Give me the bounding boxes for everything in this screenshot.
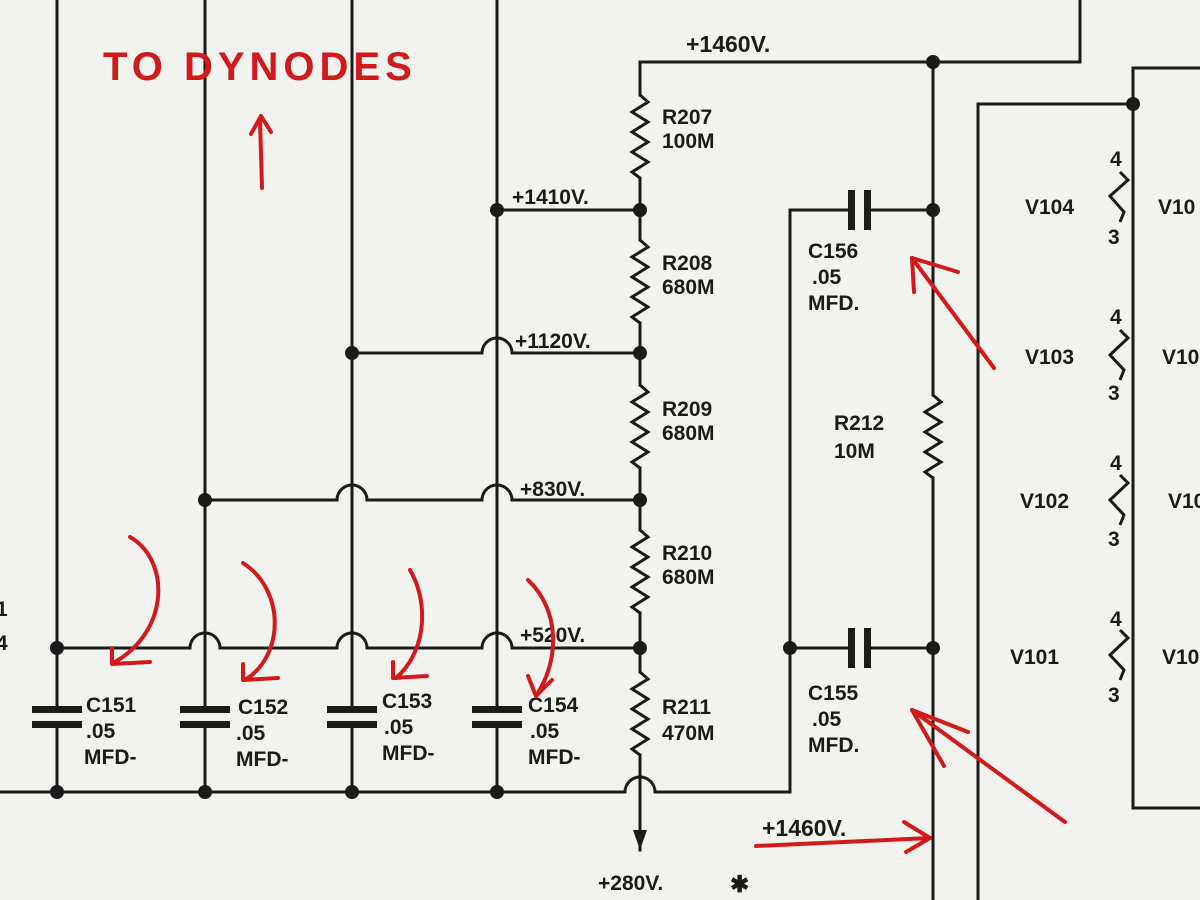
up-arrow-icon	[249, 114, 273, 190]
r208-ref: R208	[662, 252, 713, 275]
edge-fragment-bottom: 4	[0, 632, 8, 655]
r207-ref: R207	[662, 106, 712, 129]
right-arrow-icon	[754, 820, 932, 854]
c152-unit: MFD-	[236, 748, 288, 771]
r207-symbol	[629, 93, 651, 180]
v101-pin-top: 4	[1110, 608, 1122, 631]
diagonal-arrow-icon	[910, 708, 1067, 824]
curved-arrow-icon	[526, 578, 555, 698]
c155-value: .05	[812, 708, 842, 731]
c154-unit: MFD-	[528, 746, 580, 769]
r208-value: 680M	[662, 276, 715, 299]
v102-right: V10	[1168, 490, 1200, 513]
r210-value: 680M	[662, 566, 715, 589]
diagonal-arrow-icon	[910, 256, 996, 370]
r211-ref: R211	[662, 696, 711, 719]
v104-pin-top: 4	[1110, 148, 1122, 171]
c156-unit: MFD.	[808, 292, 859, 315]
v103-pin-bottom: 3	[1108, 382, 1120, 405]
voltage-1410: +1410V.	[512, 186, 589, 209]
voltage-830: +830V.	[520, 478, 585, 501]
r209-value: 680M	[662, 422, 715, 445]
r208-symbol	[629, 238, 651, 325]
edge-fragments: 1 4	[0, 598, 8, 655]
v104-heater	[1107, 170, 1131, 223]
c154-value: .05	[530, 720, 560, 743]
r212-value: 10M	[834, 440, 875, 463]
edge-fragment-top: 1	[0, 598, 8, 621]
c156-ref: C156	[808, 240, 858, 263]
v101-ref: V101	[1010, 646, 1059, 669]
capacitor-symbols	[32, 688, 522, 728]
v104-right: V10	[1158, 196, 1195, 219]
c151-value: .05	[86, 720, 116, 743]
curved-arrow-icon	[110, 535, 161, 666]
voltage-1120: +1120V.	[515, 330, 591, 353]
curved-arrow-icon	[241, 561, 280, 682]
c154-ref: C154	[528, 694, 579, 717]
c152-ref: C152	[238, 696, 288, 719]
heater-frame	[976, 66, 1200, 900]
r209-symbol	[629, 383, 651, 470]
voltage-bottom: +280V.	[598, 872, 663, 895]
divider-chain	[629, 60, 651, 852]
v103-right: V10	[1162, 346, 1199, 369]
voltage-top: +1460V.	[686, 31, 770, 57]
red-annotations: TO DYNODES	[103, 45, 1067, 854]
heater-labels: V104 4 3 V10 V103 4 3 V10 V102 4 3 V10 V…	[1010, 148, 1200, 707]
c153-ref: C153	[382, 690, 432, 713]
r212-symbol	[922, 393, 944, 480]
c155-ref: C155	[808, 682, 859, 705]
junctions	[50, 55, 1140, 799]
v101-right: V10	[1162, 646, 1199, 669]
v104-ref: V104	[1025, 196, 1074, 219]
voltage-labels: +1460V. +1410V. +1120V. +830V. +520V. +1…	[512, 31, 846, 897]
v104-pin-bottom: 3	[1108, 226, 1120, 249]
v101-pin-bottom: 3	[1108, 684, 1120, 707]
v102-pin-top: 4	[1110, 452, 1122, 475]
r211-value: 470M	[662, 722, 715, 745]
c152-value: .05	[236, 722, 266, 745]
v101-heater	[1107, 628, 1131, 681]
v102-ref: V102	[1020, 490, 1069, 513]
voltage-bottom-mark: ✱	[730, 871, 749, 897]
dynode-leads	[55, 0, 499, 794]
r210-symbol	[629, 528, 651, 615]
curved-arrow-icon	[391, 568, 429, 680]
resistor-labels: R207 100M R208 680M R209 680M R210 680M …	[662, 106, 884, 745]
filter-loop	[788, 60, 944, 900]
r212-ref: R212	[834, 412, 884, 435]
c155-unit: MFD.	[808, 734, 859, 757]
tap-wires	[0, 0, 1082, 794]
v103-pin-top: 4	[1110, 306, 1122, 329]
voltage-bottom-right: +1460V.	[762, 815, 846, 841]
r211-symbol	[629, 670, 651, 757]
to-dynodes-annotation: TO DYNODES	[103, 45, 417, 89]
r210-ref: R210	[662, 542, 712, 565]
v103-ref: V103	[1025, 346, 1074, 369]
c151-ref: C151	[86, 694, 137, 717]
output-arrowhead	[633, 830, 647, 850]
v102-pin-bottom: 3	[1108, 528, 1120, 551]
v103-heater	[1107, 328, 1131, 381]
r209-ref: R209	[662, 398, 712, 421]
c151-unit: MFD-	[84, 746, 136, 769]
c153-value: .05	[384, 716, 414, 739]
capacitor-labels: C151 .05 MFD- C152 .05 MFD- C153 .05 MFD…	[84, 240, 859, 771]
c153-unit: MFD-	[382, 742, 434, 765]
r207-value: 100M	[662, 130, 715, 153]
c156-value: .05	[812, 266, 842, 289]
v102-heater	[1107, 473, 1131, 526]
